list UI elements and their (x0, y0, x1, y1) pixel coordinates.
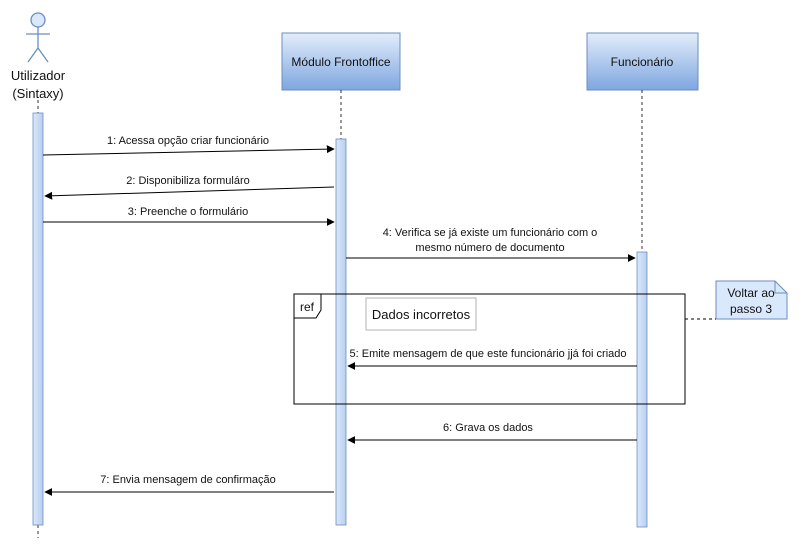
message-4: 4: Verifica se já existe um funcionário … (346, 227, 636, 262)
participant-modulo-frontoffice: Módulo Frontoffice (281, 32, 401, 91)
message-3: 3: Preenche o formulário (43, 206, 335, 226)
message-label: 6: Grava os dados (443, 422, 533, 434)
message-6: 6: Grava os dados (347, 422, 637, 444)
lifelines (37, 90, 643, 538)
note-line-1: Voltar ao (727, 286, 775, 300)
fragment-label-box (365, 297, 477, 331)
note-voltar-passo-3: Voltar ao passo 3 (685, 280, 788, 320)
message-arrow (44, 186, 335, 200)
actor-icon (26, 12, 50, 63)
actor-utilizador: Utilizador (Sintaxy) (11, 12, 66, 101)
participant-label: Funcionário (611, 55, 674, 69)
message-label: 2: Disponibiliza formuláro (126, 175, 250, 187)
fragment-label: Dados incorretos (372, 307, 471, 322)
ref-fragment: ref Dados incorretos (293, 293, 686, 405)
message-arrow (42, 145, 335, 156)
message-label: 1: Acessa opção criar funcionário (107, 135, 269, 147)
fragment-tag: ref (300, 300, 315, 314)
message-label-continued: mesmo número de documento (415, 242, 564, 254)
message-label: 4: Verifica se já existe um funcionário … (383, 227, 598, 239)
activation-bar-module (335, 138, 347, 526)
message-1: 1: Acessa opção criar funcionário (42, 135, 335, 156)
message-2: 2: Disponibiliza formuláro (44, 175, 335, 200)
actor-name: Utilizador (11, 68, 66, 83)
activation-bar-employee (636, 251, 648, 528)
message-label: 5: Emite mensagem de que este funcionári… (350, 348, 627, 360)
message-label: 3: Preenche o formulário (128, 206, 248, 218)
participant-label: Módulo Frontoffice (291, 55, 390, 69)
message-5: 5: Emite mensagem de que este funcionári… (347, 348, 637, 370)
message-label: 7: Envia mensagem de confirmação (100, 474, 275, 486)
participant-funcionario: Funcionário (586, 32, 699, 91)
note-line-2: passo 3 (730, 302, 772, 316)
actor-qualifier: (Sintaxy) (12, 86, 63, 101)
message-7: 7: Envia mensagem de confirmação (44, 474, 334, 496)
activation-bar-actor (32, 112, 44, 526)
